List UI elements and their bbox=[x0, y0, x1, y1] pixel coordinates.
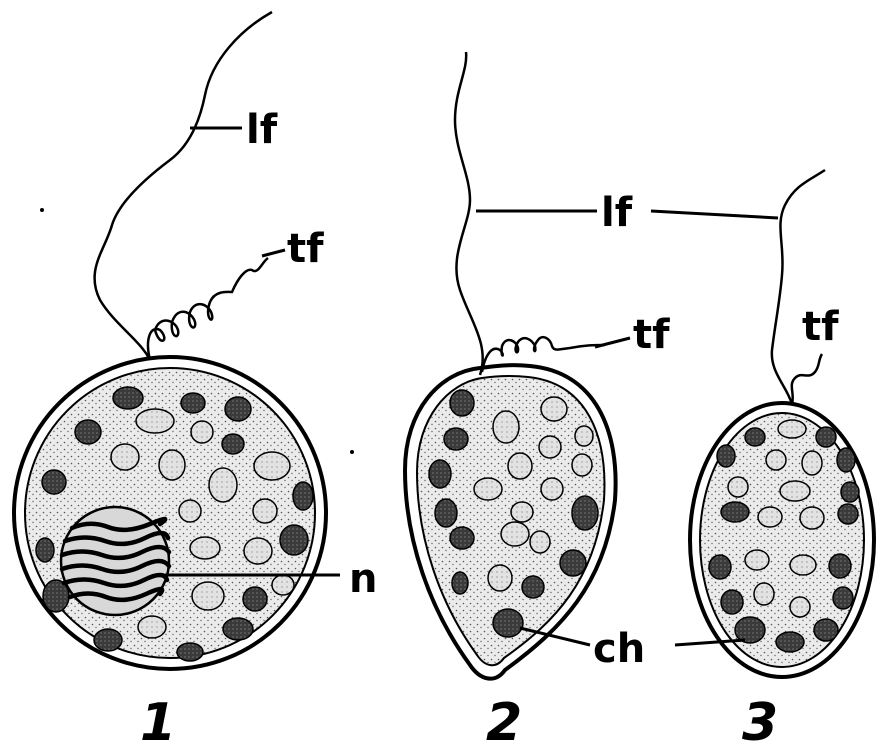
shared-lf-label: lf bbox=[601, 190, 633, 236]
ch-label: ch bbox=[593, 626, 645, 672]
figure-number-2: 2 bbox=[486, 693, 522, 751]
cell-3: tf 3 bbox=[675, 170, 874, 751]
cell-1-long-flagellum bbox=[95, 12, 272, 360]
n-label: n bbox=[349, 556, 377, 602]
cell-3-tf-label: tf bbox=[802, 304, 839, 350]
lf-leader-right bbox=[651, 211, 778, 218]
cell-1-tf-leader bbox=[262, 250, 285, 256]
cell-3-tinsel-flagellum bbox=[792, 354, 822, 404]
cell-1-tf-label: tf bbox=[287, 226, 324, 272]
cell-1-tinsel-flagellum bbox=[148, 258, 268, 360]
cell-1: lf tf n 1 bbox=[14, 12, 377, 751]
speck-mark bbox=[40, 208, 44, 212]
speck-mark bbox=[350, 450, 354, 454]
figure-number-1: 1 bbox=[140, 693, 176, 751]
cell-2-tf-leader bbox=[595, 338, 630, 347]
cell-2-long-flagellum bbox=[455, 52, 483, 375]
cell-1-nucleus bbox=[61, 507, 169, 615]
cell-1-lf-label: lf bbox=[246, 107, 278, 153]
cell-2-tf-label: tf bbox=[633, 312, 670, 358]
figure-number-3: 3 bbox=[742, 693, 778, 751]
